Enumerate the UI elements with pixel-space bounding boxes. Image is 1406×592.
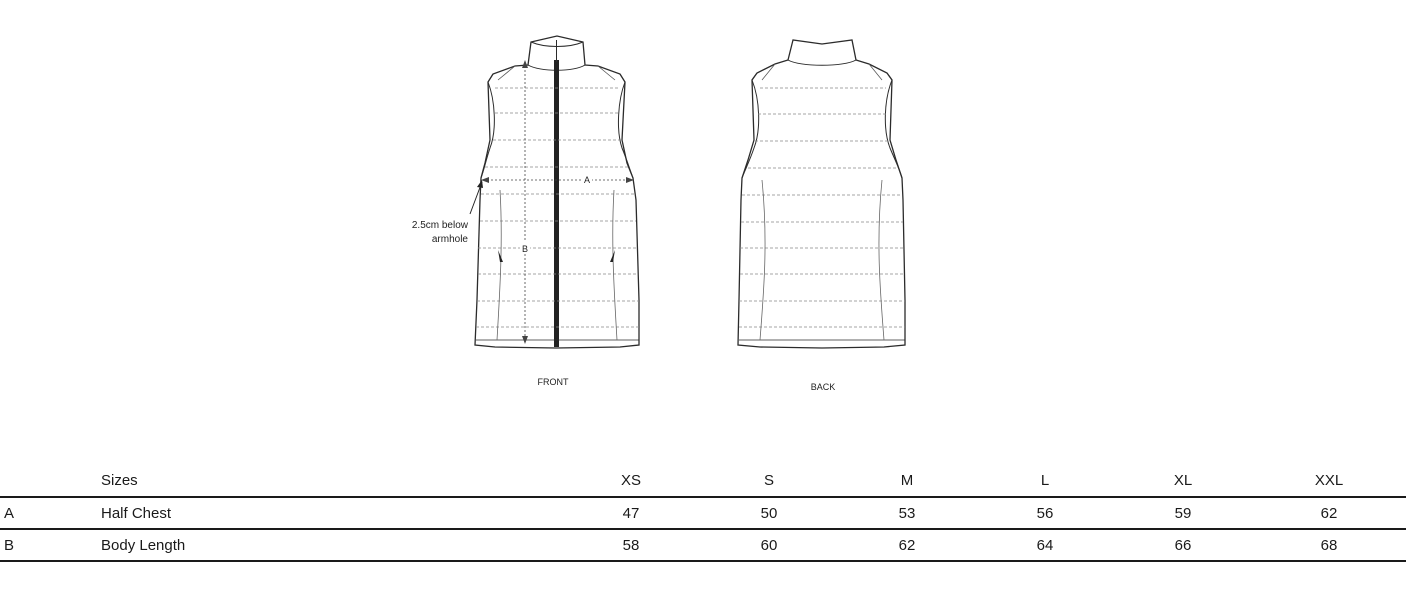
- header-size-s: S: [700, 464, 838, 498]
- header-size-xl: XL: [1114, 464, 1252, 498]
- vest-technical-drawing: A B 2.5cm below armhole FRONT BACK: [412, 35, 906, 392]
- row-value: 62: [838, 529, 976, 562]
- row-value: 60: [700, 529, 838, 562]
- header-size-xs: XS: [562, 464, 700, 498]
- marker-b-label: B: [522, 244, 528, 254]
- row-value: 53: [838, 497, 976, 530]
- front-vest: [469, 35, 640, 349]
- marker-a-label: A: [584, 175, 590, 185]
- front-label: FRONT: [538, 377, 569, 387]
- row-value: 58: [562, 529, 700, 562]
- header-size-m: M: [838, 464, 976, 498]
- back-vest: [737, 39, 906, 349]
- row-value: 68: [1252, 529, 1406, 562]
- table-row: A Half Chest 47 50 53 56 59 62: [0, 497, 1406, 530]
- row-key: A: [0, 497, 101, 530]
- row-value: 47: [562, 497, 700, 530]
- row-value: 56: [976, 497, 1114, 530]
- header-size-l: L: [976, 464, 1114, 498]
- row-name: Half Chest: [101, 497, 562, 530]
- annotation-line-2: armhole: [432, 234, 469, 245]
- header-size-xxl: XXL: [1252, 464, 1406, 498]
- table-header-row: Sizes XS S M L XL XXL: [0, 464, 1406, 498]
- header-sizes-label: Sizes: [101, 464, 562, 498]
- row-value: 59: [1114, 497, 1252, 530]
- row-value: 66: [1114, 529, 1252, 562]
- row-value: 62: [1252, 497, 1406, 530]
- size-chart-table: Sizes XS S M L XL XXL A Half Chest 47 50…: [0, 464, 1406, 562]
- table-row: B Body Length 58 60 62 64 66 68: [0, 529, 1406, 562]
- row-key: B: [0, 529, 101, 562]
- row-value: 64: [976, 529, 1114, 562]
- row-name: Body Length: [101, 529, 562, 562]
- annotation-line-1: 2.5cm below: [412, 220, 469, 231]
- header-key-cell: [0, 464, 101, 498]
- row-value: 50: [700, 497, 838, 530]
- back-label: BACK: [811, 382, 836, 392]
